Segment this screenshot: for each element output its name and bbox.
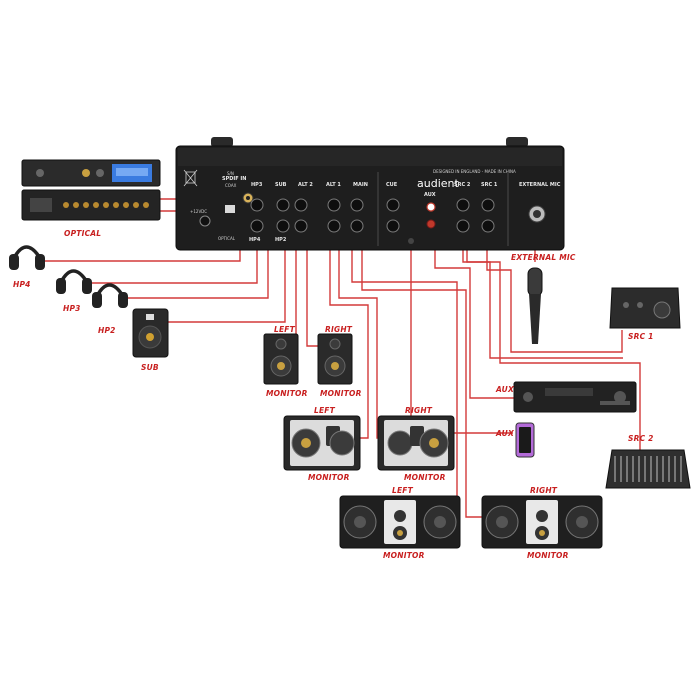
label-optical: OPTICAL	[64, 229, 101, 238]
sub-panel-label: SUB	[275, 182, 287, 188]
cables	[44, 183, 641, 525]
hp3-panel-label: HP3	[251, 182, 263, 188]
label-hp2: HP2	[98, 326, 116, 335]
headphones-hp3	[56, 269, 92, 294]
label-external-mic: EXTERNAL MIC	[511, 253, 576, 262]
label-aux-bottom: AUX	[495, 429, 515, 438]
monitor-main-left	[339, 495, 461, 549]
interface-rear-jacks	[63, 202, 149, 208]
weee-bin-icon	[183, 169, 198, 187]
coax-label: COAX	[225, 183, 237, 188]
label-alt1-monitor-left: MONITOR	[308, 473, 350, 482]
brand-logo-text: audient	[417, 177, 459, 190]
label-main-monitor-right: MONITOR	[527, 551, 569, 560]
src2-panel-label: SRC 2	[454, 182, 471, 188]
subwoofer	[132, 308, 169, 358]
jack-sockets	[250, 198, 495, 233]
aux-phone	[515, 422, 535, 458]
cue-panel-label: CUE	[386, 182, 398, 188]
power-socket	[199, 215, 211, 227]
ext-mic-panel-label: EXTERNAL MIC	[519, 182, 561, 188]
src1-interface	[609, 287, 681, 329]
label-aux-top: AUX	[495, 385, 515, 394]
interface-rear-panel	[21, 189, 161, 221]
monitor-controller-rear-panel: SPDIF IN COAX S/N OPTICAL +12VDC DESIGNE…	[175, 137, 565, 251]
cable-main-right	[361, 230, 484, 518]
cable-aux-bottom	[410, 248, 513, 434]
cable-aux-top	[434, 230, 514, 399]
interface-knob	[96, 169, 104, 177]
src1-panel-label: SRC 1	[481, 182, 498, 188]
power-label: +12VDC	[190, 209, 207, 214]
monitor-alt1-right	[377, 415, 455, 471]
alt2-panel-label: ALT 2	[298, 182, 313, 188]
label-alt1-left: LEFT	[314, 406, 336, 415]
sn-label: S/N	[227, 171, 234, 176]
hp4-panel-label: HP4	[249, 237, 261, 243]
headphones-hp2	[92, 283, 128, 308]
src2-mixing-console	[605, 449, 691, 489]
aux-minijack	[408, 238, 414, 244]
interface-display-meters	[116, 168, 148, 176]
coax-rca-pin	[246, 196, 250, 200]
monitor-main-right	[481, 495, 603, 549]
main-panel-label: MAIN	[353, 182, 368, 188]
xlr-combo-center	[533, 210, 541, 218]
cable-src1	[486, 230, 623, 353]
aux-rca-white	[426, 202, 436, 212]
knob-cap-right	[506, 137, 528, 147]
monitor-alt1-left	[283, 415, 361, 471]
microphone	[527, 267, 543, 344]
label-src1: SRC 1	[628, 332, 654, 341]
cable-alt1-left	[329, 230, 369, 439]
cable-sub	[168, 230, 286, 323]
alt1-panel-label: ALT 1	[326, 182, 341, 188]
interface-knob	[36, 169, 44, 177]
label-hp3: HP3	[63, 304, 81, 313]
aux-receiver	[513, 381, 637, 413]
label-alt2-left: LEFT	[274, 325, 296, 334]
label-sub: SUB	[141, 363, 159, 372]
knob-cap-left	[211, 137, 233, 147]
designed-in-england-text: DESIGNED IN ENGLAND - MADE IN CHINA	[433, 169, 516, 174]
aux-rca-red	[426, 219, 436, 229]
label-alt2-monitor-left: MONITOR	[266, 389, 308, 398]
interface-usb-block	[30, 198, 52, 212]
optical-panel-label: OPTICAL	[218, 236, 236, 241]
headphones-hp4	[9, 245, 45, 270]
label-main-right: RIGHT	[530, 486, 558, 495]
label-alt2-right: RIGHT	[325, 325, 353, 334]
cable-src2-bottom	[466, 230, 641, 450]
label-main-left: LEFT	[392, 486, 414, 495]
audio-interface	[21, 159, 161, 221]
spdif-in-label: SPDIF IN	[222, 176, 246, 182]
interface-knob-gold	[82, 169, 90, 177]
label-alt1-monitor-right: MONITOR	[404, 473, 446, 482]
label-hp4: HP4	[13, 280, 31, 289]
monitor-alt2-left	[263, 333, 299, 385]
monitor-alt2-right	[317, 333, 353, 385]
aux-panel-label: AUX	[424, 192, 436, 198]
label-alt1-right: RIGHT	[405, 406, 433, 415]
label-alt2-monitor-right: MONITOR	[320, 389, 362, 398]
label-main-monitor-left: MONITOR	[383, 551, 425, 560]
optical-port	[225, 205, 235, 213]
chassis-top-strip	[178, 148, 562, 166]
label-src2: SRC 2	[628, 434, 654, 443]
hp2-panel-label: HP2	[275, 237, 287, 243]
cable-hp2	[122, 230, 269, 299]
cable-alt2-right	[306, 230, 318, 347]
